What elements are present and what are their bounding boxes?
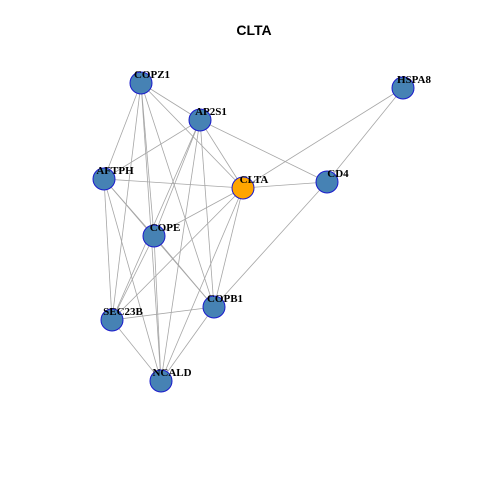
edge-ap2s1-aftph: [103, 119, 201, 180]
node-sec23b: [100, 308, 124, 332]
node-label-ap2s1: AP2S1: [195, 106, 227, 118]
node-label-cope: COPE: [150, 222, 181, 234]
node-label-cd4: CD4: [327, 168, 349, 180]
edge-cd4-copb1: [213, 181, 328, 308]
edge-cope-ncald: [153, 235, 162, 382]
edge-copz1-sec23b: [111, 82, 142, 321]
node-ncald: [149, 369, 173, 393]
node-label-clta: CLTA: [240, 174, 269, 186]
node-label-aftph: AFTPH: [96, 165, 134, 177]
edge-copz1-aftph: [103, 82, 142, 180]
edge-ap2s1-copb1: [199, 119, 215, 308]
node-clta: [231, 176, 255, 200]
node-label-hspa8: HSPA8: [397, 74, 432, 86]
node-label-ncald: NCALD: [152, 367, 191, 379]
edge-hspa8-cd4: [326, 87, 404, 183]
edge-clta-cope: [153, 187, 244, 237]
edge-copz1-clta: [140, 82, 244, 189]
edge-copz1-copb1: [140, 82, 215, 308]
edge-clta-sec23b: [111, 187, 244, 321]
edge-aftph-clta: [103, 178, 244, 189]
edge-ap2s1-clta: [199, 119, 244, 189]
edge-copz1-cope: [140, 82, 155, 237]
node-hspa8: [391, 76, 415, 100]
node-layer: [92, 71, 415, 393]
edge-clta-cd4: [242, 181, 328, 189]
edge-ap2s1-cd4: [199, 119, 328, 183]
node-cd4: [315, 170, 339, 194]
node-label-sec23b: SEC23B: [103, 306, 143, 318]
node-copb1: [202, 295, 226, 319]
edge-layer: [103, 82, 404, 382]
edge-cope-sec23b: [111, 235, 155, 321]
edge-copb1-ncald: [160, 306, 215, 382]
node-label-copb1: COPB1: [207, 293, 243, 305]
edge-clta-ncald: [160, 187, 244, 382]
edge-clta-copb1: [213, 187, 244, 308]
edge-aftph-ncald: [103, 178, 162, 382]
node-label-copz1: COPZ1: [134, 69, 170, 81]
edge-hspa8-clta: [242, 87, 404, 189]
edge-sec23b-ncald: [111, 319, 162, 382]
edge-ap2s1-cope: [153, 119, 201, 237]
node-ap2s1: [188, 108, 212, 132]
edge-aftph-sec23b: [103, 178, 113, 321]
node-cope: [142, 224, 166, 248]
graph-title: CLTA: [236, 22, 271, 38]
edge-ap2s1-sec23b: [111, 119, 201, 321]
edge-copz1-ap2s1: [140, 82, 201, 121]
edge-sec23b-copb1: [111, 306, 215, 321]
edge-cope-copb1: [153, 235, 215, 308]
node-aftph: [92, 167, 116, 191]
node-copz1: [129, 71, 153, 95]
